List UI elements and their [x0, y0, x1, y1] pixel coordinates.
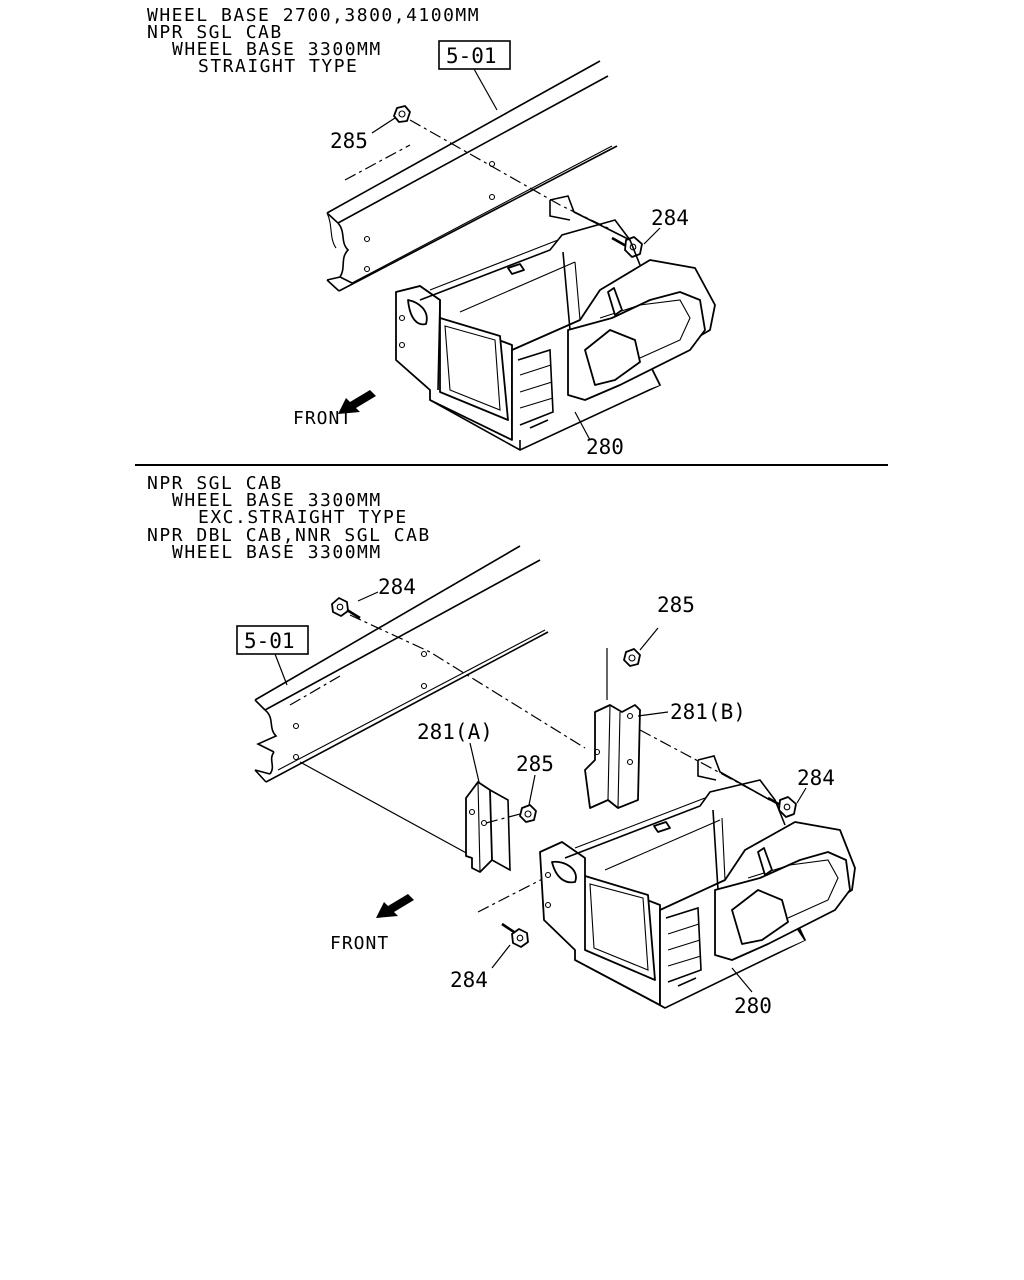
bottom-note-line-2: WHEEL BASE 3300MM [172, 490, 382, 511]
top-frame-rail [326, 60, 618, 292]
bottom-label-285-top[interactable]: 285 [657, 593, 695, 617]
bottom-dashed-line-rail [289, 675, 341, 706]
top-section: WHEEL BASE 2700,3800,4100MM NPR SGL CAB … [147, 5, 716, 459]
top-dashed-fastener-line [409, 119, 613, 231]
top-label-280[interactable]: 280 [586, 435, 624, 459]
bottom-label-285-mid[interactable]: 285 [516, 752, 554, 776]
bottom-label-281a[interactable]: 281(A) [417, 720, 493, 744]
bottom-bracket-a-leader [469, 742, 480, 783]
bottom-label-281b[interactable]: 281(B) [670, 700, 746, 724]
bottom-note-line-3: EXC.STRAIGHT TYPE [198, 507, 408, 528]
bottom-ref-box-label[interactable]: 5-01 [244, 629, 295, 653]
bottom-bolt-284-right[interactable] [767, 796, 797, 818]
top-note-line-1: WHEEL BASE 2700,3800,4100MM [147, 5, 480, 26]
top-bolt-leader [643, 227, 661, 245]
bottom-dashed-line-upper [349, 614, 586, 749]
bottom-label-284-top[interactable]: 284 [378, 575, 416, 599]
bottom-ref-leader [274, 653, 288, 686]
bottom-frame-rail [254, 545, 549, 783]
bottom-bolt-top-leader [357, 591, 379, 602]
top-front-label: FRONT [293, 408, 352, 429]
top-ref-box-label[interactable]: 5-01 [446, 44, 497, 68]
bottom-bracket-b-leader [637, 711, 669, 717]
bottom-section: NPR SGL CAB WHEEL BASE 3300MM EXC.STRAIG… [147, 473, 856, 1018]
top-note-line-2: NPR SGL CAB [147, 22, 283, 43]
top-nut-leader [371, 117, 396, 134]
top-label-285[interactable]: 285 [330, 129, 368, 153]
bottom-label-284-right[interactable]: 284 [797, 766, 835, 790]
bottom-bolt-284-top[interactable] [331, 597, 361, 620]
top-label-284[interactable]: 284 [651, 206, 689, 230]
bottom-nut-mid-leader [528, 774, 536, 806]
bottom-bracket-281b[interactable] [584, 704, 641, 809]
bottom-nut-285-top[interactable] [623, 648, 641, 667]
top-box-leader [574, 411, 591, 441]
bottom-line-rail-to-a [299, 761, 471, 856]
bottom-bolt-right-leader [796, 787, 807, 804]
bottom-front-label: FRONT [330, 933, 389, 954]
top-battery-box-280[interactable] [395, 195, 716, 451]
bottom-ref-box-frame [236, 625, 309, 655]
bottom-bracket-281a[interactable] [465, 781, 511, 873]
bottom-bolt-bottom-leader [491, 944, 511, 969]
bottom-nut-top-leader [639, 627, 659, 651]
bottom-battery-box-280[interactable] [539, 755, 856, 1009]
top-front-arrow-icon [338, 390, 376, 414]
bottom-box-leader [731, 967, 753, 993]
bottom-note-line-4: NPR DBL CAB,NNR SGL CAB [147, 525, 431, 546]
bottom-nut-285-mid[interactable] [519, 804, 537, 823]
top-nut-285[interactable] [393, 105, 411, 123]
top-note-line-4: STRAIGHT TYPE [198, 56, 358, 77]
bottom-label-280[interactable]: 280 [734, 994, 772, 1018]
bottom-label-284-bottom[interactable]: 284 [450, 968, 488, 992]
top-bolt-284[interactable] [611, 236, 643, 258]
bottom-dashed-line-a [485, 813, 521, 824]
bottom-note-line-5: WHEEL BASE 3300MM [172, 542, 382, 563]
bottom-note-line-1: NPR SGL CAB [147, 473, 283, 494]
top-note-line-3: WHEEL BASE 3300MM [172, 39, 382, 60]
top-ref-leader [473, 68, 498, 111]
bottom-bolt-284-bottom[interactable] [501, 922, 529, 948]
bottom-front-arrow-icon [376, 894, 414, 918]
